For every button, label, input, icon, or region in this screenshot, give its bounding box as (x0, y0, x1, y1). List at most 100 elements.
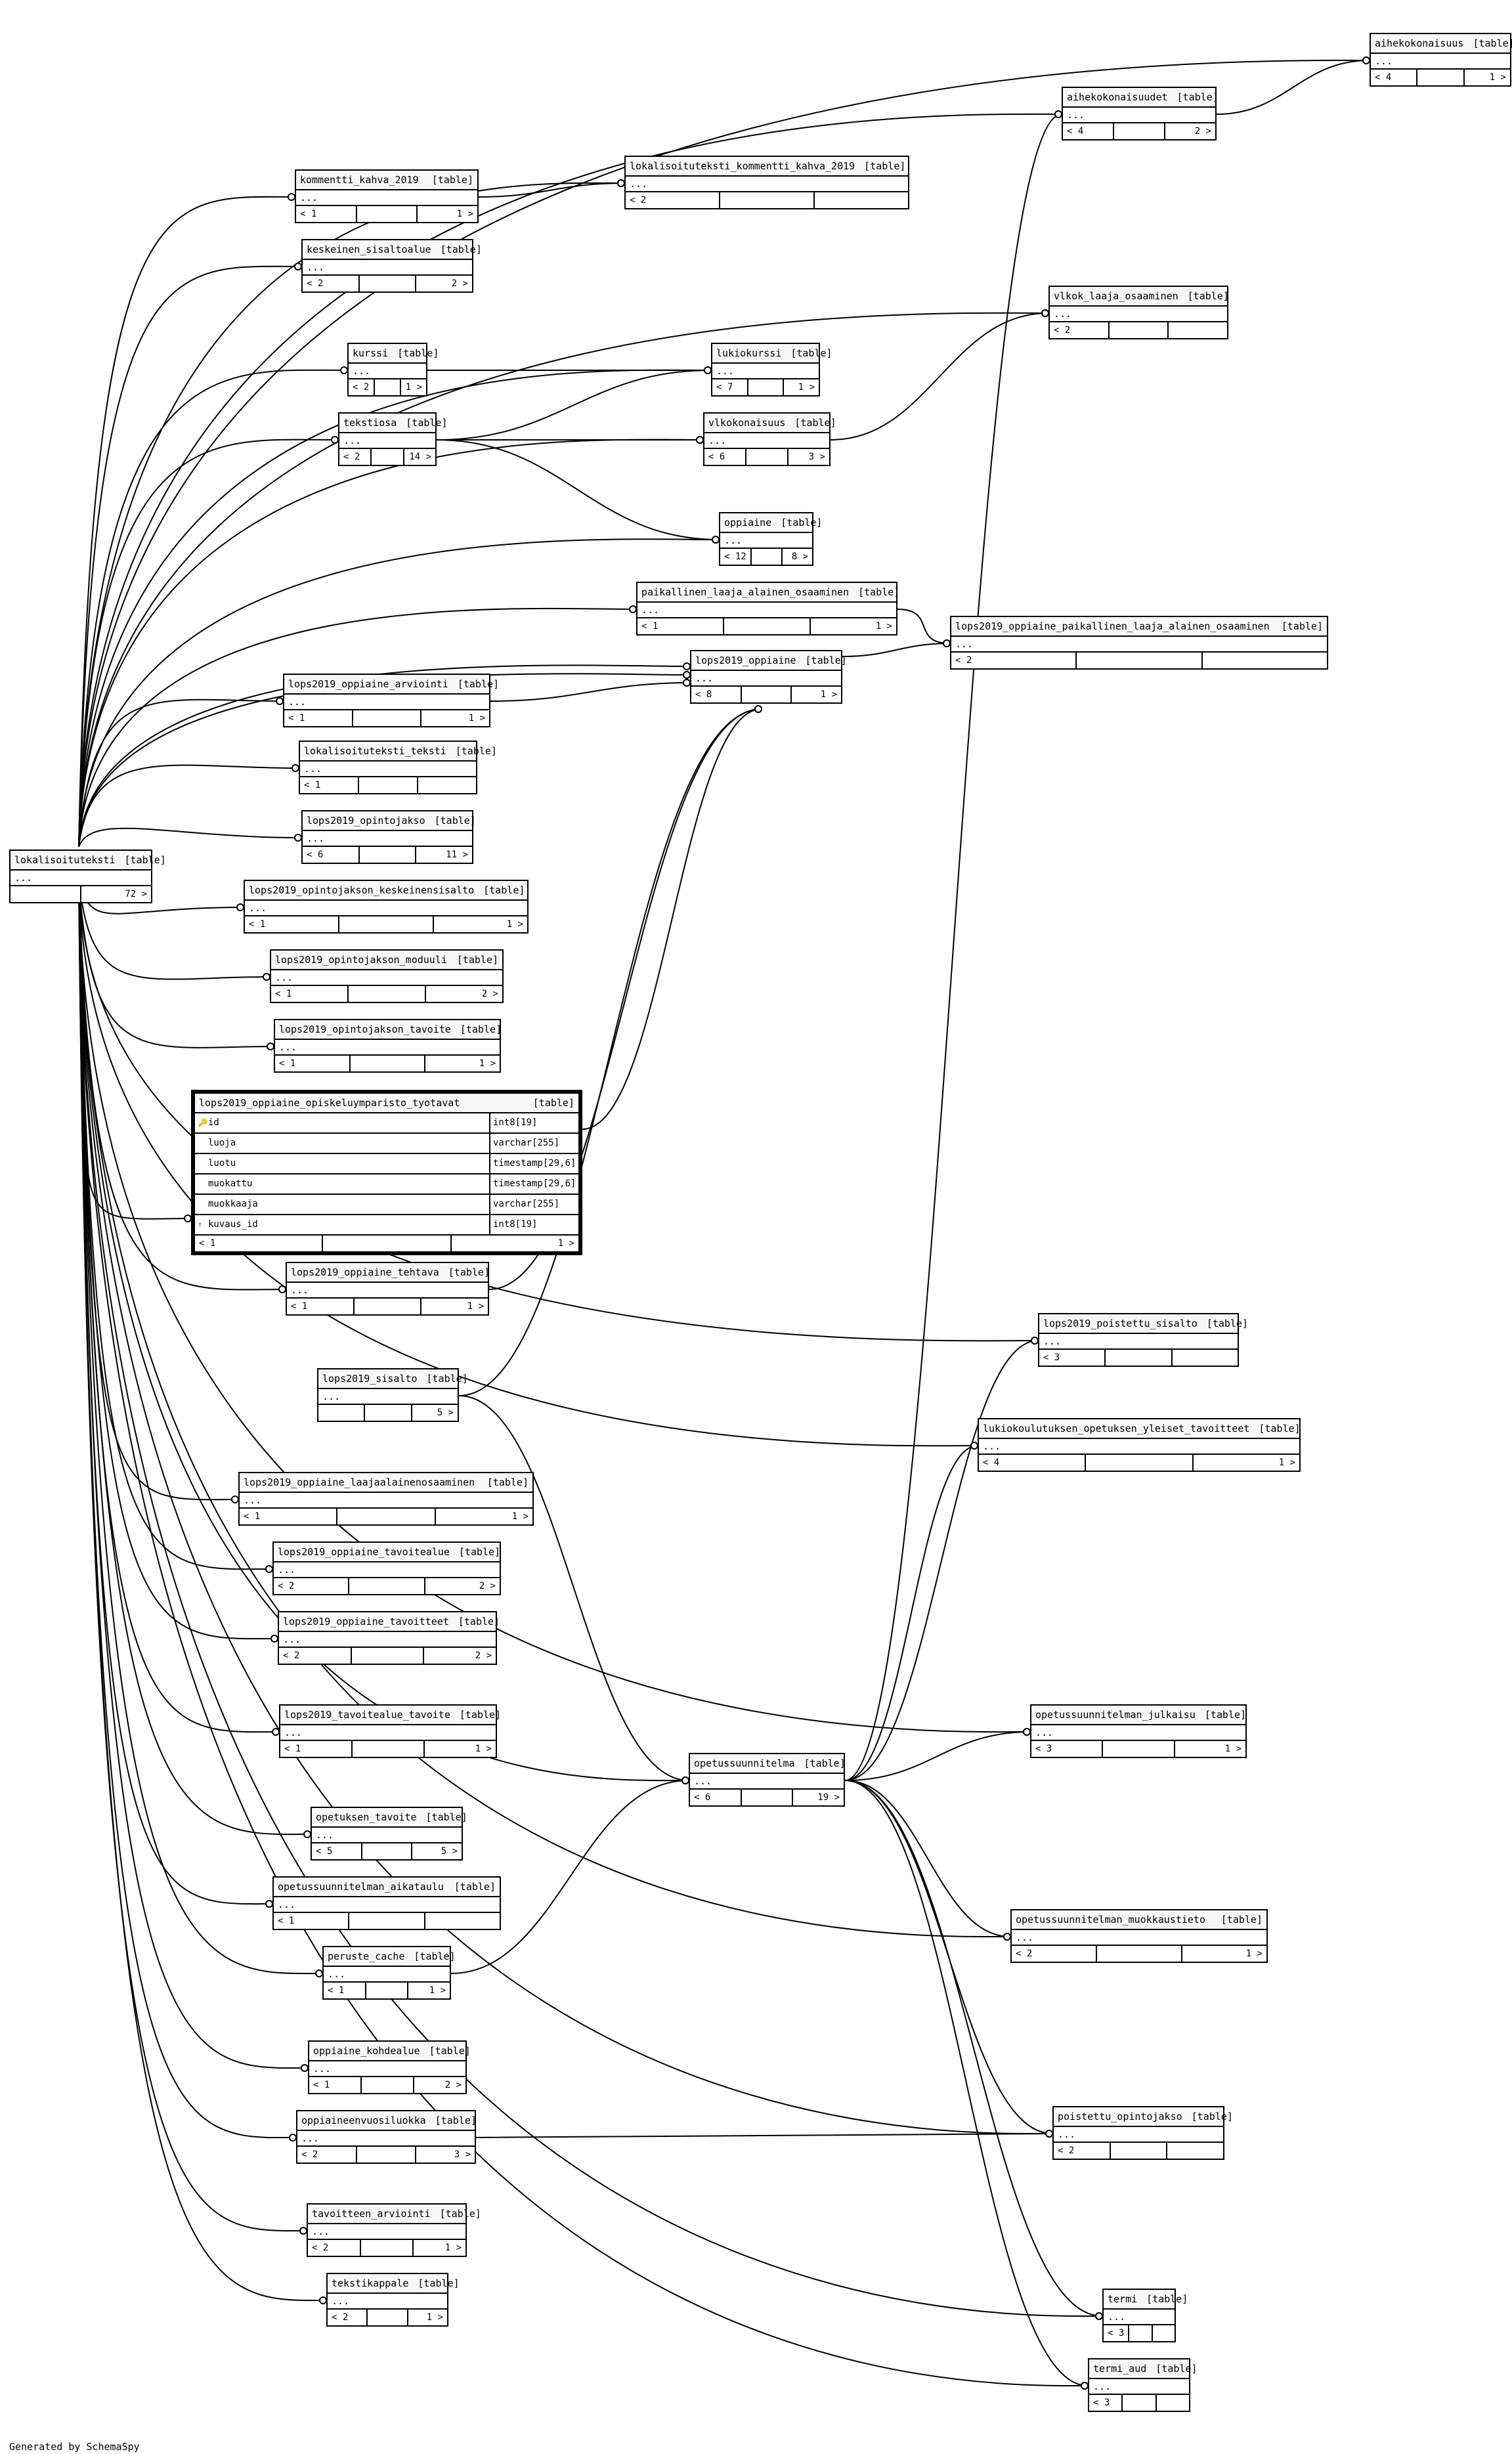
table-lops2019-oppiaine-tehtava[interactable]: lops2019_oppiaine_tehtava[table] ... < 1… (286, 1262, 490, 1316)
children-count: 8 > (781, 549, 812, 565)
table-lops2019-tavoitealue-tavoite[interactable]: lops2019_tavoitealue_tavoite[table] ... … (279, 1704, 501, 1758)
table-lops2019-oppiaine-arviointi[interactable]: lops2019_oppiaine_arviointi[table] ... <… (283, 674, 499, 727)
table-termi-aud[interactable]: termi_aud[table] ... < 3 (1088, 2358, 1198, 2412)
table-lops2019-opintojakson-keskeinensisalto[interactable]: lops2019_opintojakson_keskeinensisalto[t… (244, 880, 529, 934)
crowfoot-marker (270, 1635, 278, 1643)
parents-count: < 1 (275, 989, 292, 999)
relationship-line (490, 682, 691, 702)
table-lops2019-oppiaine-tavoitteet[interactable]: lops2019_oppiaine_tavoitteet[table] ... … (278, 1611, 500, 1665)
table-kind: [table] (440, 244, 482, 255)
table-name: lops2019_oppiaine_opiskeluymparisto_tyot… (199, 1097, 460, 1109)
relationship-line (458, 708, 762, 1396)
table-poistettu-opintojakso[interactable]: poistettu_opintojakso[table] ... < 2 (1052, 2106, 1233, 2160)
column-type: varchar[255] (489, 1134, 578, 1153)
table-termi[interactable]: termi[table] ... < 3 (1102, 2289, 1188, 2342)
columns-collapsed: ... (312, 1828, 462, 1843)
crowfoot-marker (299, 2227, 307, 2235)
crowfoot-marker (303, 1830, 311, 1838)
relationship-line (78, 879, 327, 2302)
relationship-line (78, 312, 1049, 848)
parents-count: < 7 (716, 382, 733, 393)
relationship-line (78, 196, 295, 848)
parents-count: < 6 (708, 452, 725, 462)
table-kind: [table] (805, 655, 847, 666)
column-type: timestamp[29,6] (489, 1154, 578, 1173)
table-lops2019-oppiaine-tavoitealue[interactable]: lops2019_oppiaine_tavoitealue[table] ...… (272, 1541, 501, 1595)
table-kind: [table] (414, 1950, 456, 1962)
children-count (1167, 322, 1227, 338)
relationship-line (842, 643, 951, 657)
crowfoot-marker (301, 2064, 309, 2072)
parents-count: < 2 (1016, 1948, 1033, 1959)
table-opetussuunnitelman-julkaisu[interactable]: opetussuunnitelman_julkaisu[table] ... <… (1030, 1704, 1247, 1758)
table-lokalisoituteksti[interactable]: lokalisoituteksti[table] ... 72 > (9, 850, 166, 903)
table-opetussuunnitelman-aikataulu[interactable]: opetussuunnitelman_aikataulu[table] ... … (272, 1876, 501, 1930)
table-name: kurssi (353, 347, 389, 359)
table-name: termi (1108, 2293, 1138, 2305)
table-lops2019-oppiaine-laajaalainenosaaminen[interactable]: lops2019_oppiaine_laajaalainenosaaminen[… (238, 1472, 534, 1526)
children-count: 1 > (810, 618, 896, 634)
table-vlkok-laaja-osaaminen[interactable]: vlkok_laaja_osaaminen[table] ... < 2 (1048, 286, 1229, 339)
table-lops2019-opintojakson-moduuli[interactable]: lops2019_opintojakson_moduuli[table] ...… (270, 949, 504, 1003)
table-kind: [table] (1191, 2111, 1233, 2122)
table-kind: [table] (455, 745, 497, 757)
table-lukiokoulutuksen-opetuksen-yleiset-tavoitteet[interactable]: lukiokoulutuksen_opetuksen_yleiset_tavoi… (978, 1418, 1301, 1472)
table-kind: [table] (1281, 620, 1323, 632)
columns-collapsed: ... (303, 260, 472, 276)
foot-mid (355, 2147, 416, 2163)
table-kind: [table] (1204, 1709, 1247, 1721)
crowfoot-marker (292, 764, 299, 772)
table-lokalisoituteksti-teksti[interactable]: lokalisoituteksti_teksti[table] ... < 1 (299, 741, 497, 794)
relationship-line (450, 1780, 689, 1974)
table-lops2019-opintojakson-tavoite[interactable]: lops2019_opintojakson_tavoite[table] ...… (274, 1019, 502, 1073)
parents-count: < 2 (343, 452, 360, 462)
parents-count: < 2 (630, 195, 647, 205)
table-lops2019-sisalto[interactable]: lops2019_sisalto[table] ... 5 > (317, 1368, 468, 1422)
column-type: int8[19] (489, 1215, 578, 1234)
crowfoot-marker (294, 834, 302, 842)
column-name: kuvaus_id (208, 1219, 258, 1230)
table-lokalisoituteksti-kommentti-kahva-2019[interactable]: lokalisoituteksti_kommentti_kahva_2019[t… (624, 156, 909, 209)
columns-collapsed: ... (11, 871, 151, 886)
table-name: paikallinen_laaja_alainen_osaaminen (641, 586, 850, 598)
relationship-line (78, 879, 1089, 2387)
table-lops2019-oppiaine-opiskeluymparisto-tyotavat[interactable]: lops2019_oppiaine_opiskeluymparisto_tyot… (191, 1090, 582, 1255)
table-lops2019-poistettu-sisalto[interactable]: lops2019_poistettu_sisalto[table] ... < … (1038, 1313, 1248, 1367)
table-kind: [table] (458, 1616, 500, 1627)
parents-count: < 1 (328, 1985, 345, 1996)
table-paikallinen-laaja-alainen-osaaminen[interactable]: paikallinen_laaja_alainen_osaaminen[tabl… (636, 582, 899, 635)
relationship-line (78, 538, 720, 848)
children-count: 1 > (783, 379, 819, 395)
table-lops2019-oppiaine-paikallinen-laaja-alainen-osaaminen[interactable]: lops2019_oppiaine_paikallinen_laaja_alai… (950, 616, 1328, 670)
children-count (1151, 2325, 1175, 2341)
table-opetussuunnitelman-muokkaustieto[interactable]: opetussuunnitelman_muokkaustieto[table] … (1010, 1909, 1268, 1963)
relationship-line (466, 2133, 1053, 2138)
parents-count: < 6 (694, 1792, 711, 1803)
parents-count: < 1 (244, 1511, 261, 1522)
foot-mid (740, 1790, 792, 1805)
